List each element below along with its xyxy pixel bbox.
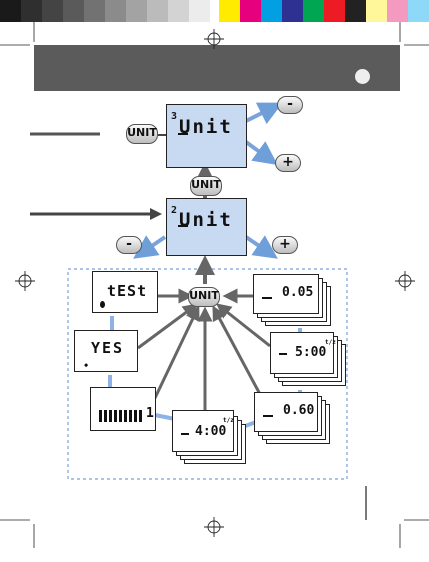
- header-band: [34, 45, 400, 91]
- screen-superscript: t/z: [223, 417, 234, 424]
- drop-icon: [100, 301, 105, 308]
- unit-button[interactable]: UNIT: [126, 124, 158, 144]
- screen-digit: 2: [171, 205, 178, 216]
- screen-text: Unit: [179, 116, 233, 138]
- minus-button[interactable]: -: [277, 96, 303, 114]
- segment-mark: [181, 433, 189, 435]
- interval-screen-1: 0.05: [253, 274, 319, 314]
- screen-text: 0.60: [283, 403, 315, 418]
- time-screen-1: 5:00 t/z: [270, 332, 336, 374]
- minus-button[interactable]: -: [116, 236, 142, 254]
- screen-text: 0.05: [282, 285, 314, 300]
- unit-3-screen: 3 Unit: [166, 104, 247, 168]
- yes-screen: YES ◆: [74, 330, 138, 372]
- gray-swatch: [84, 0, 105, 22]
- light-yellow-swatch: [366, 0, 387, 22]
- time-screen-2: 4:00 t/z: [172, 410, 234, 452]
- screen-superscript: t/z: [325, 339, 336, 346]
- gray-swatch: [189, 0, 210, 22]
- gray-swatch: [147, 0, 168, 22]
- unit-2-screen: 2 Unit: [166, 198, 247, 256]
- yellow-swatch: [219, 0, 240, 22]
- green-swatch: [303, 0, 324, 22]
- bar-graph-icon: [99, 410, 143, 422]
- gray-swatch: [126, 0, 147, 22]
- screen-digit: 3: [171, 111, 178, 122]
- registration-marks: [15, 29, 415, 537]
- screen-text: 4:00: [195, 424, 227, 439]
- memory-bars-screen: 1: [90, 387, 156, 431]
- screen-text: YES: [91, 339, 125, 357]
- plus-button[interactable]: +: [275, 154, 301, 172]
- red-swatch: [324, 0, 345, 22]
- magenta-swatch: [240, 0, 261, 22]
- interval-screen-2: 0.60: [254, 392, 318, 432]
- pink-swatch: [387, 0, 408, 22]
- plus-button[interactable]: +: [272, 236, 298, 254]
- page-marker-dot: [355, 69, 370, 84]
- gray-swatch: [63, 0, 84, 22]
- screen-text: 5:00: [295, 345, 327, 360]
- segment-mark: [262, 297, 272, 299]
- gray-swatch: [105, 0, 126, 22]
- crop-marks: [0, 22, 429, 548]
- screen-text: tESt: [107, 282, 148, 300]
- screen-digit: 1: [146, 406, 154, 421]
- blue-swatch: [282, 0, 303, 22]
- unit-button[interactable]: UNIT: [190, 176, 222, 196]
- segment-mark: [279, 353, 287, 355]
- test-screen: tESt: [92, 271, 158, 313]
- gray-swatch: [21, 0, 42, 22]
- black-swatch: [345, 0, 366, 22]
- screen-text: Unit: [179, 209, 233, 231]
- gray-swatch: [0, 0, 21, 22]
- gray-swatch: [42, 0, 63, 22]
- cyan-swatch: [261, 0, 282, 22]
- unit-button[interactable]: UNIT: [188, 287, 220, 307]
- drop-icon: ◆: [84, 361, 89, 369]
- segment-mark: [263, 415, 273, 417]
- light-cyan-swatch: [408, 0, 429, 22]
- gray-swatch: [168, 0, 189, 22]
- screen-underscore: [178, 133, 188, 135]
- screen-underscore: [178, 225, 188, 227]
